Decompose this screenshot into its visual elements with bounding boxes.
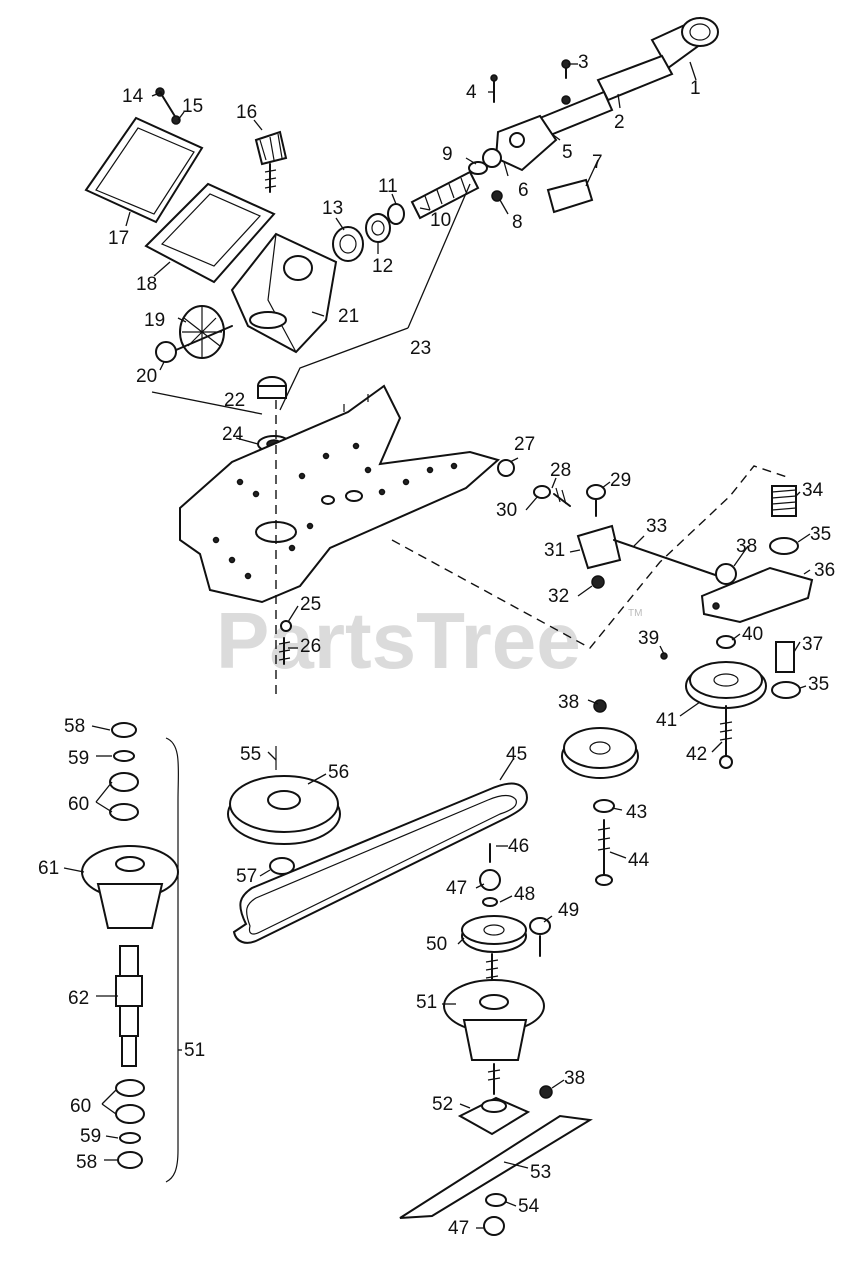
callout-1: 1 <box>690 78 701 99</box>
mounting-plate <box>179 384 501 604</box>
callout-50: 50 <box>426 934 447 955</box>
callout-10: 10 <box>430 210 451 231</box>
callout-59-bottom: 59 <box>80 1126 101 1147</box>
callout-18: 18 <box>136 274 157 295</box>
v-idler-pulley <box>561 699 639 886</box>
callout-21: 21 <box>338 306 359 327</box>
callout-14: 14 <box>122 86 144 107</box>
callout-48: 48 <box>514 884 535 905</box>
watermark-brand: PartsTree <box>216 596 581 685</box>
callout-24: 24 <box>222 424 244 445</box>
callout-40: 40 <box>742 624 763 645</box>
group-bracket <box>165 737 180 1183</box>
callout-38-mid: 38 <box>558 692 579 713</box>
callout-44: 44 <box>628 850 650 871</box>
callout-7: 7 <box>592 152 603 173</box>
callout-2: 2 <box>614 112 625 133</box>
callout-32: 32 <box>548 586 569 607</box>
callout-6: 6 <box>518 180 529 201</box>
callout-53: 53 <box>530 1162 551 1183</box>
callout-35-top: 35 <box>810 524 831 545</box>
callout-49: 49 <box>558 900 579 921</box>
gearbox-gasket <box>144 182 276 284</box>
callout-11: 11 <box>378 176 398 197</box>
watermark-trademark: TM <box>628 608 642 619</box>
callout-56: 56 <box>328 762 349 783</box>
gearbox-cover <box>84 87 204 224</box>
callout-9: 9 <box>442 144 453 165</box>
pinion-gear <box>254 130 288 193</box>
callout-5: 5 <box>562 142 573 163</box>
bevel-gear <box>155 305 233 363</box>
callout-60-top: 60 <box>68 794 89 815</box>
callout-59-top: 59 <box>68 748 89 769</box>
callout-17: 17 <box>108 228 129 249</box>
callout-51-left: 51 <box>184 1040 205 1061</box>
callout-25: 25 <box>300 594 321 615</box>
callout-8: 8 <box>512 212 523 233</box>
key-block <box>546 178 594 214</box>
flat-idler-pulley <box>685 661 767 769</box>
center-line-idler <box>391 465 791 649</box>
callout-43: 43 <box>626 802 647 823</box>
callout-61: 61 <box>38 858 59 879</box>
callout-58-top: 58 <box>64 716 85 737</box>
callout-31: 31 <box>544 540 565 561</box>
callout-15: 15 <box>182 96 203 117</box>
blade-nut <box>483 1216 505 1236</box>
mower-blade <box>399 1114 593 1219</box>
callout-19: 19 <box>144 310 165 331</box>
callout-41: 41 <box>656 710 677 731</box>
callout-22: 22 <box>224 390 245 411</box>
universal-joint-yoke <box>482 59 571 202</box>
callout-55: 55 <box>240 744 261 765</box>
spindle-assembly <box>443 843 553 1136</box>
callout-45: 45 <box>506 744 527 765</box>
drive-belt <box>232 782 528 944</box>
callout-52: 52 <box>432 1094 453 1115</box>
callout-28: 28 <box>550 460 571 481</box>
callout-33: 33 <box>646 516 667 537</box>
callout-23: 23 <box>410 338 431 359</box>
callout-35-bottom: 35 <box>808 674 829 695</box>
callout-54: 54 <box>518 1196 540 1217</box>
bearing-cone <box>332 226 364 262</box>
callout-38-bottom: 38 <box>564 1068 585 1089</box>
callout-37: 37 <box>802 634 823 655</box>
callout-51-center: 51 <box>416 992 437 1013</box>
callout-3: 3 <box>578 52 589 73</box>
blade-washer <box>485 1193 507 1207</box>
spindle-exploded <box>81 722 179 1169</box>
leader-lines <box>63 61 811 1229</box>
callout-42: 42 <box>686 744 707 765</box>
callout-13: 13 <box>322 198 343 219</box>
callout-36: 36 <box>814 560 835 581</box>
callout-60-bottom: 60 <box>70 1096 91 1117</box>
callout-38-top: 38 <box>736 536 757 557</box>
callout-12: 12 <box>372 256 393 277</box>
callout-4: 4 <box>466 82 477 103</box>
drive-pulley <box>227 746 341 875</box>
callout-47-bottom: 47 <box>448 1218 469 1239</box>
callout-29: 29 <box>610 470 631 491</box>
idler-hardware <box>497 459 814 699</box>
input-shaft <box>387 161 488 225</box>
gearbox-housing <box>230 232 338 354</box>
bearing-cup <box>365 213 391 243</box>
callout-30: 30 <box>496 500 517 521</box>
callout-16: 16 <box>236 102 257 123</box>
callout-27: 27 <box>514 434 535 455</box>
callout-57: 57 <box>236 866 257 887</box>
callout-39: 39 <box>638 628 659 649</box>
callout-47-top: 47 <box>446 878 467 899</box>
callout-20: 20 <box>136 366 157 387</box>
callout-46: 46 <box>508 836 529 857</box>
callout-23-leaders <box>151 183 471 415</box>
callout-26: 26 <box>300 636 321 657</box>
callout-34: 34 <box>802 480 824 501</box>
callout-58-bottom: 58 <box>76 1152 97 1173</box>
callout-62: 62 <box>68 988 89 1009</box>
